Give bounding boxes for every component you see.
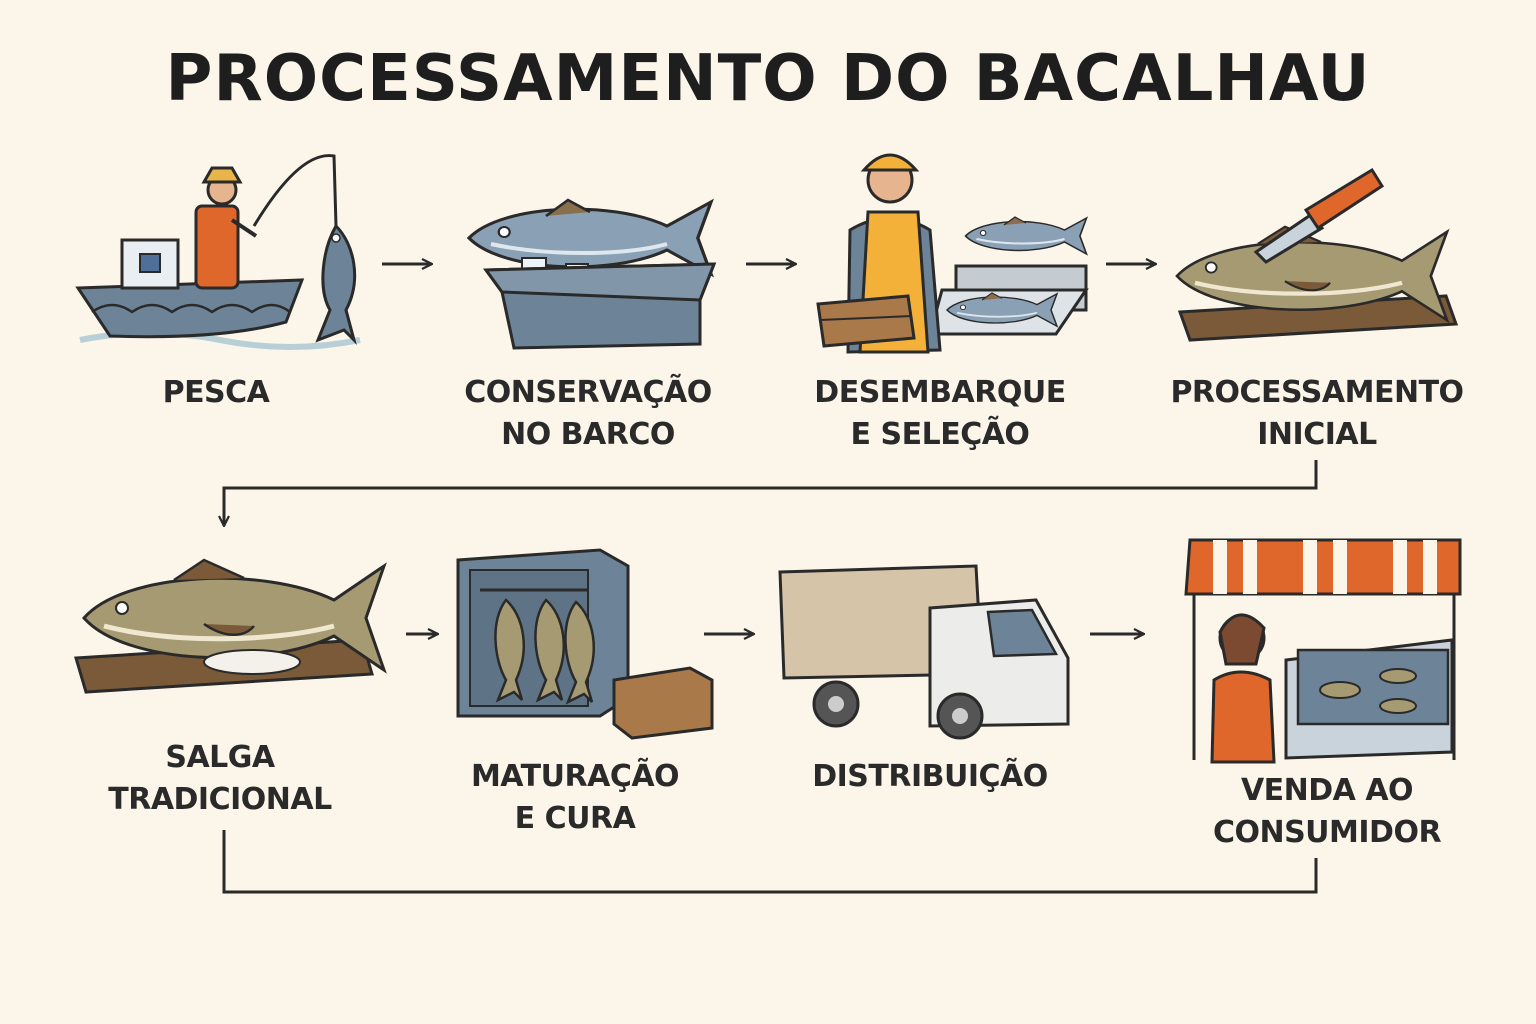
arrow-4-to-5: [224, 460, 1318, 526]
worker-sorting-icon: [816, 153, 1089, 354]
curing-cabinet-icon: [456, 548, 714, 740]
fisherman-boat-icon: [75, 154, 361, 350]
delivery-truck-icon: [778, 564, 1070, 740]
connectors-group: [222, 264, 1318, 894]
return-line-5-to-8: [222, 830, 1318, 894]
fish-ice-crate-icon: [469, 200, 717, 350]
step-label-pesca: PESCA: [162, 375, 270, 410]
salted-fish-board-icon: [74, 560, 384, 694]
market-stall-icon: [1184, 538, 1462, 764]
diagram-title: PROCESSAMENTO DO BACALHAU: [165, 42, 1371, 116]
step-label-distribuicao: DISTRIBUIÇÃO: [812, 759, 1048, 794]
knife-fish-board-icon: [1177, 167, 1459, 342]
